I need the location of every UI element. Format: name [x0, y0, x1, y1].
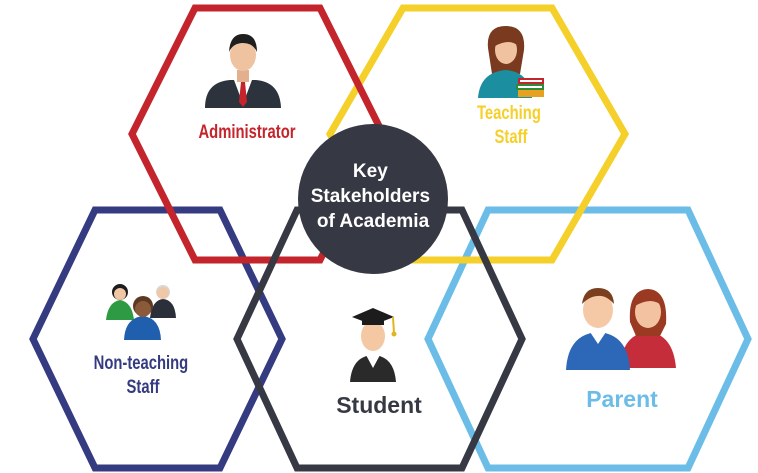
non-teaching-staff-label: Non-teaching Staff	[94, 352, 193, 397]
staff-group-icon	[106, 284, 176, 340]
hexagon-parent	[424, 206, 752, 472]
student-label: Student	[336, 392, 422, 418]
hexagon-teaching-staff	[325, 4, 630, 264]
center-circle	[298, 124, 448, 274]
administrator-label: Administrator	[198, 121, 295, 142]
parent-label: Parent	[586, 386, 658, 412]
businessman-icon	[205, 34, 281, 108]
teaching-staff-label: Teaching Staff	[477, 102, 545, 147]
parents-icon	[566, 288, 676, 370]
hexagon-non-teaching-staff	[29, 206, 286, 472]
graduate-icon	[350, 308, 397, 382]
center-title: Key Stakeholders of Academia	[311, 161, 436, 232]
hexagon-student	[233, 206, 526, 472]
hexagon-administrator	[128, 4, 387, 264]
teacher-with-books-icon	[478, 26, 544, 98]
